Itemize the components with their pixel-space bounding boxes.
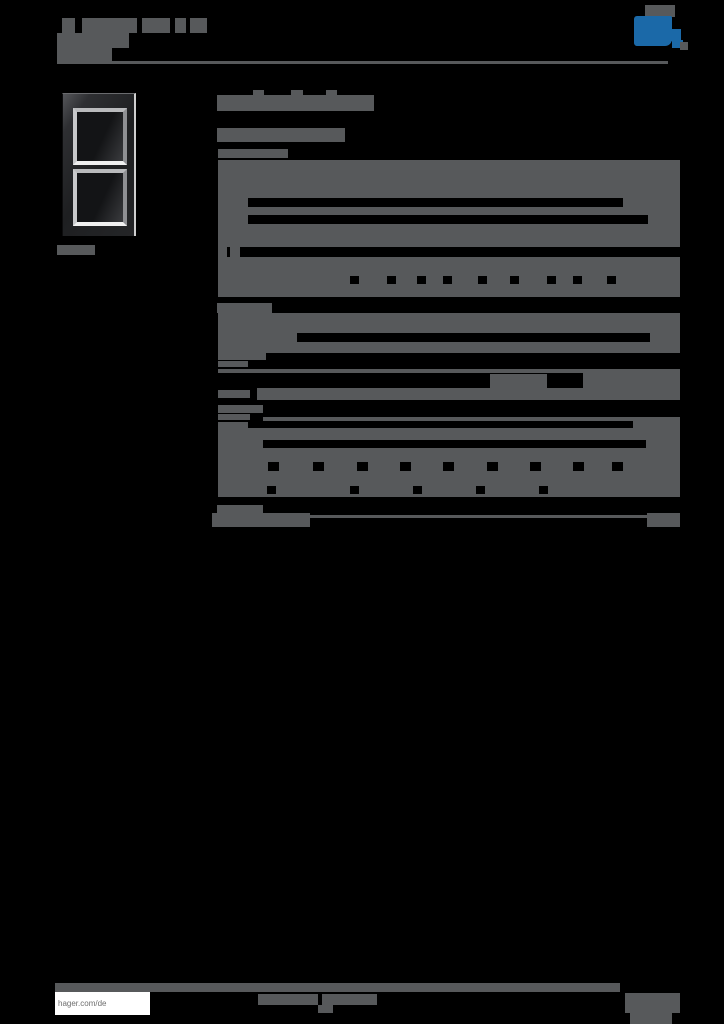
redaction-gap: [478, 276, 487, 284]
redacted-text-block: [57, 245, 95, 255]
redaction-gap: [487, 462, 498, 471]
redacted-text-block: [217, 95, 374, 111]
redacted-text-block: [218, 215, 248, 224]
redaction-gap: [547, 276, 556, 284]
redaction-gap: [510, 276, 519, 284]
redacted-text-block: [57, 48, 112, 61]
footer-bar: [55, 983, 620, 992]
redacted-text-block: [218, 342, 680, 353]
redaction-gap: [313, 462, 324, 471]
logo-gray-dot: [680, 42, 688, 50]
redacted-text-block: [218, 207, 680, 215]
redacted-text-block: [218, 149, 288, 158]
redacted-text-block: [175, 18, 186, 33]
redacted-text-block: [218, 224, 680, 247]
redacted-text-block: [217, 128, 345, 142]
redaction-gap: [612, 462, 623, 471]
redacted-text-block: [263, 417, 680, 421]
redacted-text-block: [291, 90, 303, 96]
redaction-gap: [530, 462, 541, 471]
redacted-text-block: [646, 440, 680, 448]
redacted-text-block: [142, 18, 170, 33]
redacted-text-block: [623, 198, 680, 207]
redaction-gap: [476, 486, 485, 494]
redacted-text-block: [218, 369, 680, 373]
page-number-tab: [630, 1013, 672, 1024]
footer-website-link[interactable]: hager.com/de: [58, 998, 107, 1008]
redacted-text-block: [218, 160, 680, 198]
redacted-text-block: [230, 247, 240, 257]
frame-opening-bottom: [73, 169, 127, 226]
redacted-text-block: [62, 18, 75, 33]
redaction-gap: [413, 486, 422, 494]
frame-opening-top: [73, 108, 127, 165]
redacted-text-block: [218, 440, 263, 448]
redaction-gap: [607, 276, 616, 284]
redacted-text-block: [257, 388, 680, 400]
redacted-text-block: [490, 374, 547, 388]
redacted-text-block: [218, 405, 263, 413]
redaction-gap: [443, 276, 452, 284]
redaction-gap: [267, 486, 276, 494]
redacted-text-block: [57, 33, 129, 48]
redacted-text-block: [190, 18, 207, 33]
redacted-text-block: [218, 313, 680, 333]
redacted-text-block: [633, 421, 680, 428]
product-image: [62, 93, 136, 236]
redacted-text-block: [322, 994, 377, 1005]
redaction-gap: [539, 486, 548, 494]
redaction-gap: [573, 462, 584, 471]
logo-blue-step: [668, 29, 681, 41]
footer-website-box[interactable]: hager.com/de: [55, 992, 150, 1015]
redacted-text-block: [218, 333, 297, 342]
redacted-text-block: [218, 422, 248, 428]
redacted-text-block: [82, 18, 137, 33]
redacted-text-block: [310, 515, 647, 518]
redaction-gap: [387, 276, 396, 284]
redacted-text-block: [218, 353, 266, 360]
redacted-text-block: [253, 90, 264, 96]
redaction-gap: [443, 462, 454, 471]
redacted-text-block: [217, 303, 272, 313]
redaction-gap: [417, 276, 426, 284]
redacted-text-block: [326, 90, 337, 96]
redacted-text-block: [218, 361, 248, 367]
redacted-text-block: [212, 513, 310, 527]
redacted-text-block: [218, 247, 227, 257]
logo-blue-shape: [634, 16, 672, 46]
redacted-text-block: [218, 390, 250, 398]
redacted-text-block: [218, 198, 248, 207]
logo-blue-tab: [672, 40, 683, 48]
redacted-text-block: [218, 473, 680, 497]
redacted-text-block: [258, 994, 318, 1005]
redaction-gap: [350, 486, 359, 494]
redacted-text-block: [217, 505, 263, 513]
redacted-text-block: [218, 428, 680, 440]
redaction-gap: [268, 462, 279, 471]
redacted-text-block: [218, 414, 250, 420]
logo-gray-bar: [645, 5, 675, 17]
redaction-gap: [350, 276, 359, 284]
page-number-box: [625, 993, 680, 1013]
redacted-text-block: [318, 1005, 333, 1013]
redaction-gap: [400, 462, 411, 471]
redacted-text-block: [647, 513, 680, 527]
redacted-text-block: [648, 215, 680, 224]
header-divider: [57, 61, 668, 64]
redaction-gap: [573, 276, 582, 284]
redacted-text-block: [650, 333, 680, 342]
redaction-gap: [357, 462, 368, 471]
